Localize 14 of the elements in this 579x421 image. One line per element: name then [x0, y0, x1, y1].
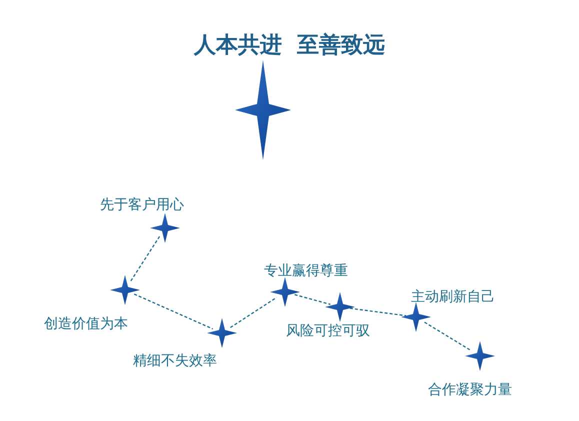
dashed-line	[130, 236, 160, 282]
title: 人本共进 至善致远	[192, 32, 386, 60]
dashed-line	[230, 296, 277, 328]
dashed-line	[294, 294, 330, 305]
star-caption: 风险可控可驭	[286, 322, 370, 340]
dashed-line	[424, 322, 472, 352]
dashed-line	[350, 308, 406, 316]
star-caption: 先于客户用心	[100, 196, 184, 214]
star-caption: 主动刷新自己	[411, 288, 495, 306]
star-caption: 创造价值为本	[44, 315, 128, 333]
dashed-line	[134, 294, 214, 330]
star-caption: 合作凝聚力量	[428, 381, 512, 399]
star-caption: 精细不失效率	[133, 352, 217, 370]
star-caption: 专业赢得尊重	[264, 262, 348, 280]
